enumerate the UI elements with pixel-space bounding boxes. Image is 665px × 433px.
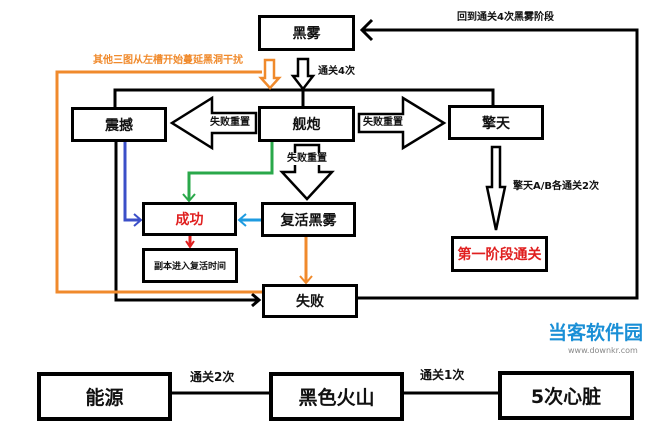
loop-back-line: [358, 28, 639, 300]
reset-right-arrow: [357, 95, 447, 151]
label-back: 回到通关4次黑雾阶段: [457, 12, 554, 23]
node-shibai: 失败: [262, 284, 358, 318]
green-line: [187, 142, 274, 200]
node-zhenhan: 震撼: [71, 107, 167, 142]
node-fuben: 副本进入复活时间: [142, 248, 238, 283]
pass4-arrow: [290, 57, 316, 92]
node-heiwu: 黑雾: [258, 15, 355, 51]
node-jianpao: 舰炮: [258, 106, 355, 142]
reset-left-arrow: [169, 95, 258, 151]
node-nengyuan: 能源: [37, 372, 172, 421]
orange-line: [55, 70, 262, 294]
label-pass1: 通关1次: [420, 368, 465, 382]
label-reset-right: 失败重置: [363, 117, 403, 128]
zhenhan-fail-line: [114, 142, 258, 302]
reset-down-arrow: [279, 143, 335, 201]
qingtian-down-arrow: [485, 145, 507, 231]
label-pass2: 通关2次: [190, 370, 235, 384]
label-other: 其他三图从左槽开始蔓延黑洞干扰: [93, 55, 243, 66]
watermark-logo: 当客软件园: [548, 322, 644, 344]
node-huoshan: 黑色火山: [269, 372, 404, 421]
watermark-site: www.downkr.com: [568, 346, 638, 355]
loop-back-arrowhead: [359, 18, 374, 42]
node-fuhuo: 复活黑雾: [261, 202, 356, 237]
node-first-stage: 第一阶段通关: [451, 236, 548, 272]
label-reset-left: 失败重置: [210, 117, 250, 128]
node-chenggong: 成功: [142, 202, 237, 236]
node-xinzang: 5次心脏: [498, 371, 634, 420]
label-reset-down: 失败重置: [287, 153, 327, 165]
zhenhan-fail-arrowhead: [251, 292, 262, 308]
blue-line: [123, 142, 140, 222]
node-qingtian: 擎天: [448, 105, 544, 140]
other-arrow: [258, 58, 282, 90]
label-pass4: 通关4次: [318, 66, 355, 77]
label-qingtian-ab: 擎天A/B各通关2次: [513, 181, 599, 192]
